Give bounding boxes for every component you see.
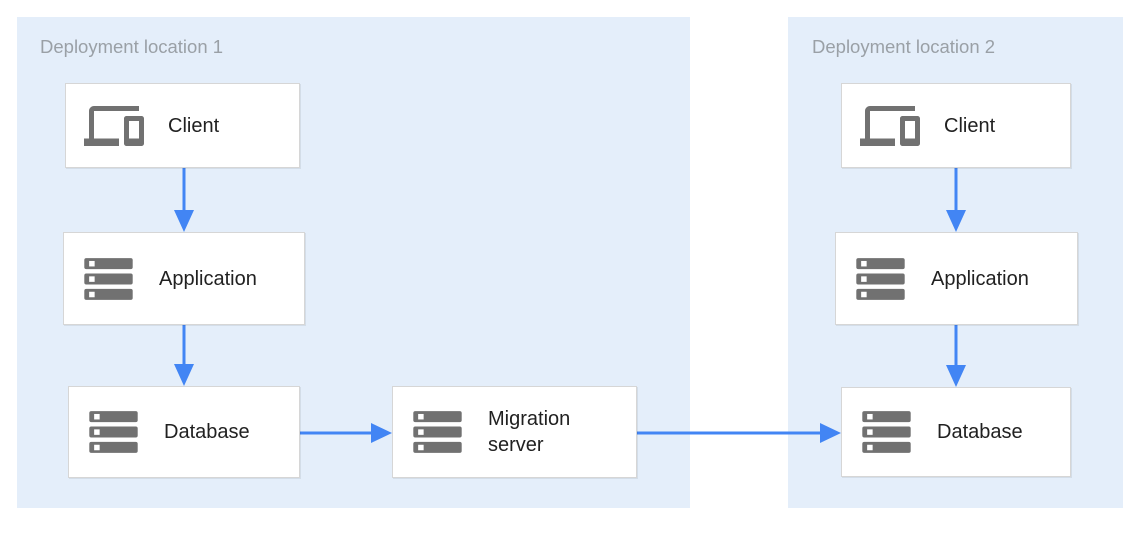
server-stack-icon (82, 257, 135, 301)
node-label: Application (931, 267, 1029, 290)
node-label: Application (159, 267, 257, 290)
region-1-label: Deployment location 1 (40, 36, 224, 57)
devices-icon (860, 96, 920, 156)
server-stack-icon (860, 410, 913, 454)
server-stack-icon (87, 410, 140, 454)
node-client-2: Client (841, 83, 1071, 168)
node-label: Client (168, 114, 220, 137)
node-label: Migration server (488, 408, 571, 456)
node-application-1: Application (63, 232, 305, 325)
node-label: Database (164, 421, 250, 443)
node-database-1: Database (68, 386, 300, 478)
node-application-2: Application (835, 232, 1078, 325)
region-2-label: Deployment location 2 (812, 36, 996, 57)
node-migration-server: Migration server (392, 386, 637, 478)
server-stack-icon (411, 410, 464, 454)
devices-icon (84, 96, 144, 156)
server-stack-icon (854, 257, 907, 301)
node-database-2: Database (841, 387, 1071, 477)
node-client-1: Client (65, 83, 300, 168)
node-label: Client (944, 114, 996, 137)
node-label: Database (937, 421, 1023, 443)
